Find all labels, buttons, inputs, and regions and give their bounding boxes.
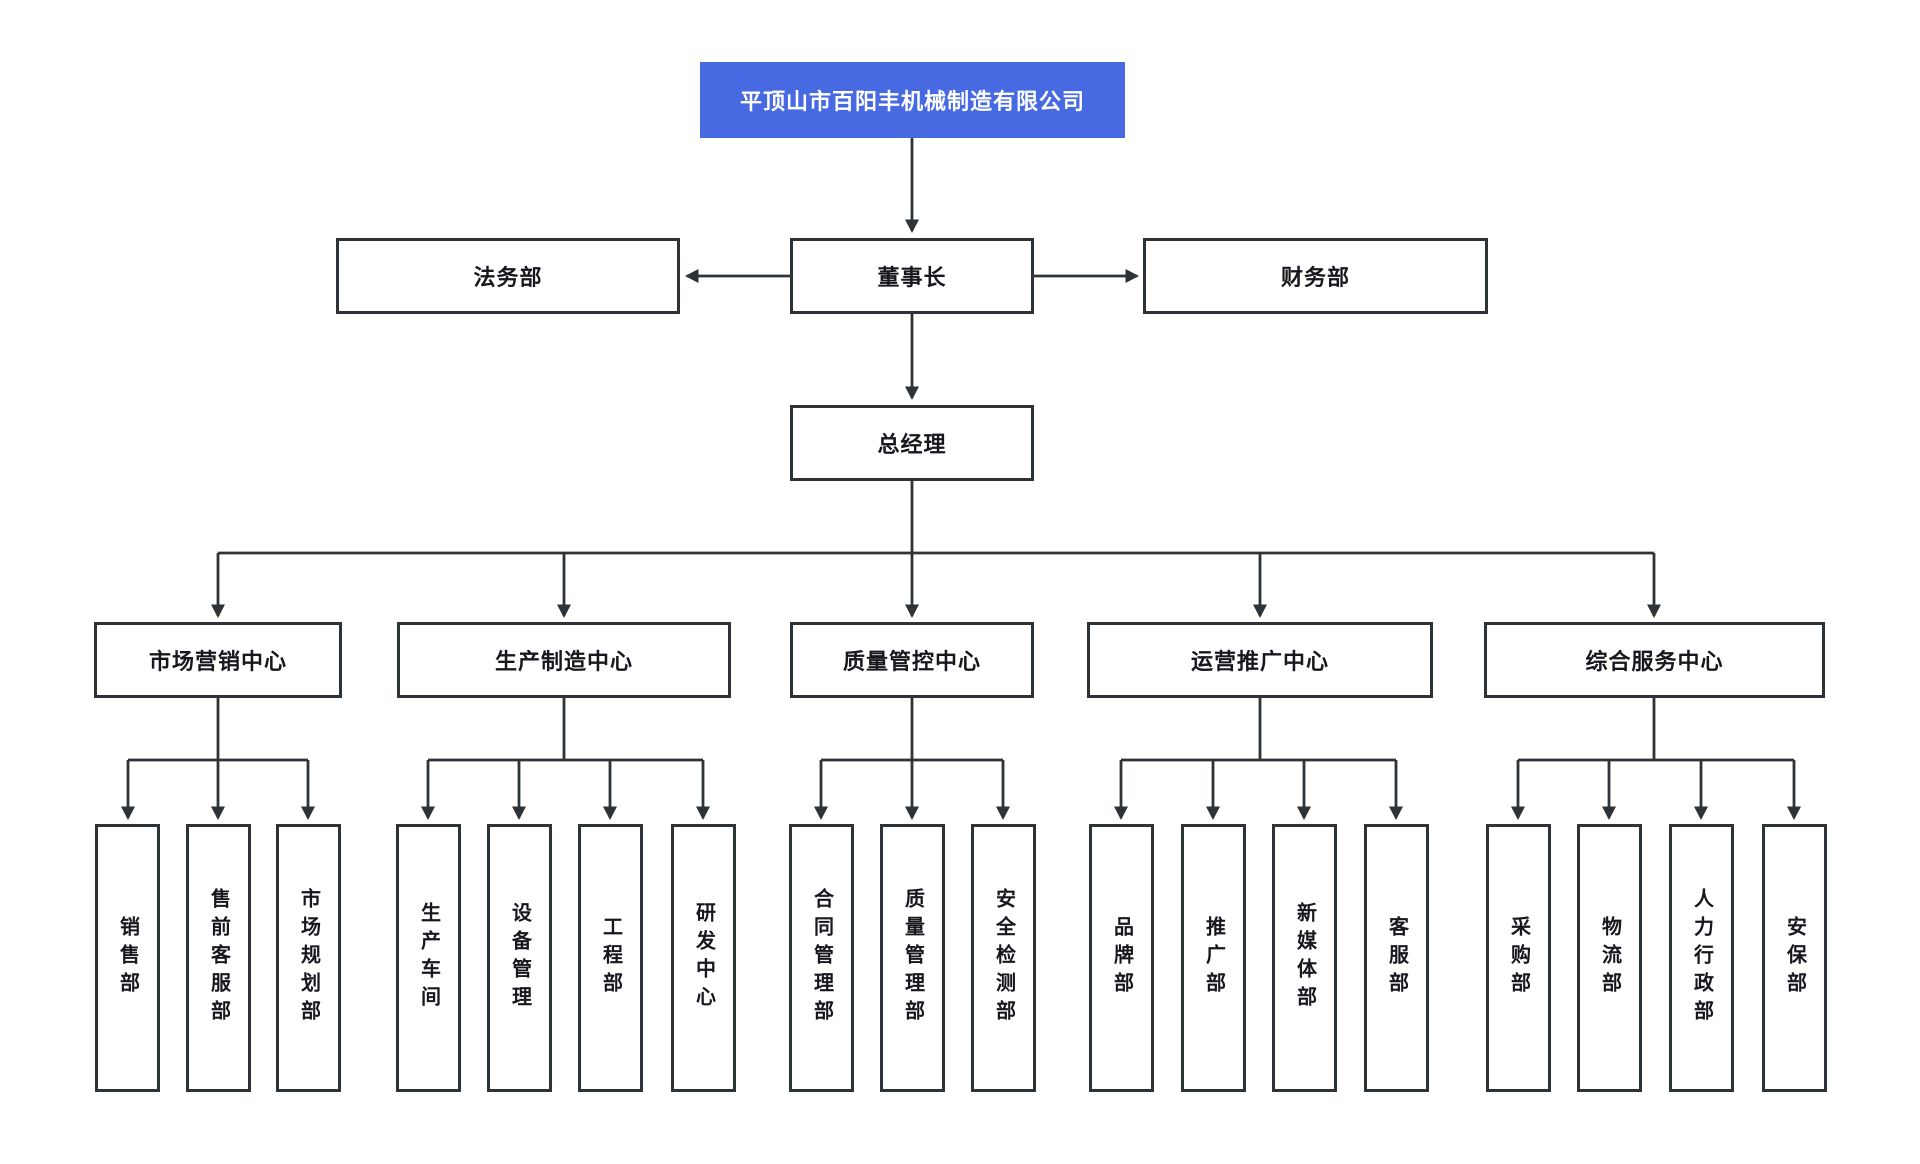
production-workshop-label: 生产车间: [417, 902, 440, 1014]
node-quality-center: 质量管控中心: [790, 622, 1034, 698]
node-safety-inspection-dept: 安全检测部: [971, 824, 1036, 1092]
node-security-dept: 安保部: [1762, 824, 1827, 1092]
company-root-label: 平顶山市百阳丰机械制造有限公司: [739, 89, 1085, 114]
engineering-dept-label: 工程部: [599, 916, 622, 1000]
node-legal-dept: 法务部: [336, 238, 680, 314]
node-production-center: 生产制造中心: [397, 622, 731, 698]
marketing-center-label: 市场营销中心: [148, 649, 287, 674]
new-media-dept-label: 新媒体部: [1293, 902, 1316, 1014]
safety-inspection-dept-label: 安全检测部: [992, 888, 1015, 1028]
production-center-label: 生产制造中心: [494, 649, 633, 674]
finance-dept-label: 财务部: [1280, 265, 1350, 290]
chairman-label: 董事长: [877, 265, 947, 290]
node-new-media-dept: 新媒体部: [1272, 824, 1337, 1092]
contract-management-dept-label: 合同管理部: [810, 888, 833, 1028]
node-engineering-dept: 工程部: [578, 824, 643, 1092]
customer-service-dept-label: 客服部: [1385, 916, 1408, 1000]
node-purchasing-dept: 采购部: [1486, 824, 1551, 1092]
node-customer-service-dept: 客服部: [1364, 824, 1429, 1092]
market-planning-dept-label: 市场规划部: [297, 888, 320, 1028]
presales-service-dept-label: 售前客服部: [207, 888, 230, 1028]
node-presales-service-dept: 售前客服部: [186, 824, 251, 1092]
legal-dept-label: 法务部: [473, 265, 543, 290]
brand-dept-label: 品牌部: [1110, 916, 1133, 1000]
node-contract-management-dept: 合同管理部: [789, 824, 854, 1092]
quality-center-label: 质量管控中心: [842, 649, 981, 674]
quality-management-dept-label: 质量管理部: [901, 888, 924, 1028]
node-services-center: 综合服务中心: [1484, 622, 1825, 698]
general-manager-label: 总经理: [877, 432, 947, 457]
node-equipment-management: 设备管理: [487, 824, 552, 1092]
node-sales-dept: 销售部: [95, 824, 160, 1092]
purchasing-dept-label: 采购部: [1507, 916, 1530, 1000]
node-rd-center: 研发中心: [671, 824, 736, 1092]
equipment-management-label: 设备管理: [508, 902, 531, 1014]
operations-center-label: 运营推广中心: [1190, 649, 1329, 674]
services-center-label: 综合服务中心: [1585, 649, 1724, 674]
hr-admin-dept-label: 人力行政部: [1690, 888, 1713, 1028]
node-promotion-dept: 推广部: [1181, 824, 1246, 1092]
promotion-dept-label: 推广部: [1202, 916, 1225, 1000]
node-company-root: 平顶山市百阳丰机械制造有限公司: [700, 62, 1125, 138]
node-brand-dept: 品牌部: [1089, 824, 1154, 1092]
node-market-planning-dept: 市场规划部: [276, 824, 341, 1092]
node-production-workshop: 生产车间: [396, 824, 461, 1092]
node-marketing-center: 市场营销中心: [94, 622, 342, 698]
node-hr-admin-dept: 人力行政部: [1669, 824, 1734, 1092]
node-quality-management-dept: 质量管理部: [880, 824, 945, 1092]
node-chairman: 董事长: [790, 238, 1034, 314]
sales-dept-label: 销售部: [116, 916, 139, 1000]
node-finance-dept: 财务部: [1143, 238, 1488, 314]
security-dept-label: 安保部: [1783, 916, 1806, 1000]
node-logistics-dept: 物流部: [1577, 824, 1642, 1092]
rd-center-label: 研发中心: [692, 902, 715, 1014]
logistics-dept-label: 物流部: [1598, 916, 1621, 1000]
node-operations-center: 运营推广中心: [1087, 622, 1433, 698]
node-general-manager: 总经理: [790, 405, 1034, 481]
